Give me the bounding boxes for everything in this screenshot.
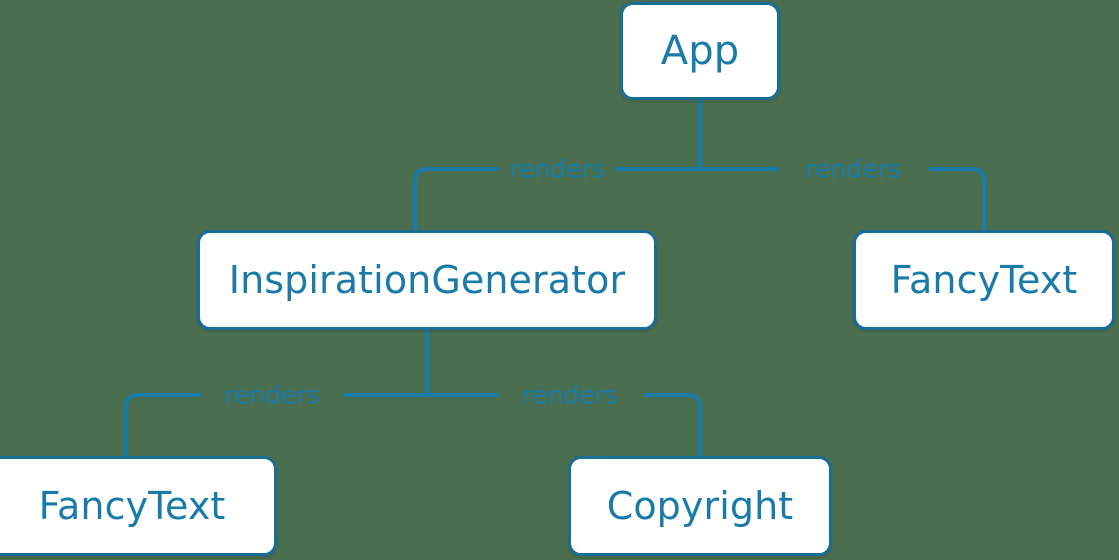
edge-label-app-inspirationgenerator: renders bbox=[509, 154, 605, 184]
node-fancytext-right-label: FancyText bbox=[890, 258, 1078, 302]
node-inspirationgenerator-label: InspirationGenerator bbox=[228, 258, 626, 302]
node-copyright-label: Copyright bbox=[606, 484, 794, 528]
node-fancytext-left[interactable]: FancyText bbox=[0, 456, 277, 556]
edge-app-to-inspirationgenerator bbox=[413, 167, 702, 232]
node-app[interactable]: App bbox=[620, 2, 780, 100]
edge-app-to-fancytext-right bbox=[698, 167, 986, 232]
edge-inspirationgenerator-to-fancytext-left bbox=[124, 393, 429, 458]
node-app-label: App bbox=[660, 28, 740, 74]
edge-inspirationgenerator-to-copyright bbox=[425, 393, 702, 458]
node-copyright[interactable]: Copyright bbox=[568, 456, 832, 556]
node-inspirationgenerator[interactable]: InspirationGenerator bbox=[197, 230, 657, 330]
node-fancytext-right[interactable]: FancyText bbox=[853, 230, 1115, 330]
edge-label-app-fancytext-right: renders bbox=[805, 154, 901, 184]
edge-label-inspirationgenerator-fancytext-left: renders bbox=[224, 380, 320, 410]
node-fancytext-left-label: FancyText bbox=[38, 484, 226, 528]
edge-label-inspirationgenerator-copyright: renders bbox=[522, 380, 618, 410]
